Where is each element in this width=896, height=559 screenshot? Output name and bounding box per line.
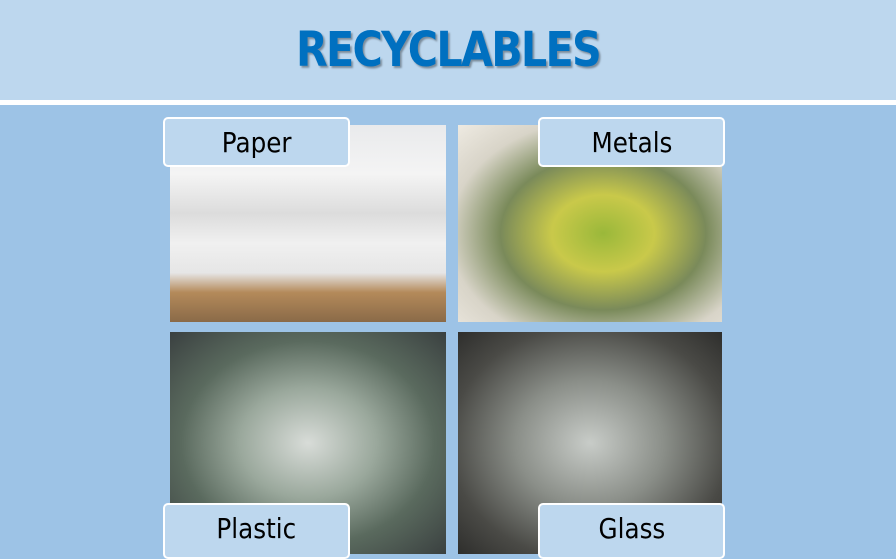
paper-label-text: Paper bbox=[221, 126, 292, 159]
glass-label-text: Glass bbox=[598, 512, 665, 545]
paper-label: Paper bbox=[163, 117, 350, 167]
title-band bbox=[0, 0, 896, 100]
divider bbox=[0, 100, 896, 105]
slide-title: RECYCLABLES bbox=[295, 22, 602, 78]
metals-label-text: Metals bbox=[591, 126, 672, 159]
glass-label: Glass bbox=[538, 503, 725, 559]
metals-label: Metals bbox=[538, 117, 725, 167]
plastic-label: Plastic bbox=[163, 503, 350, 559]
plastic-label-text: Plastic bbox=[216, 512, 297, 545]
